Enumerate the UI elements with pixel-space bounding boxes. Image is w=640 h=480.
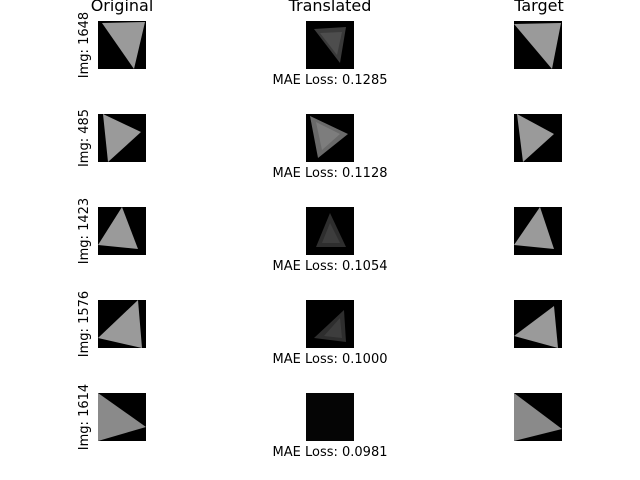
translated-image-2 (306, 114, 354, 162)
target-image-1 (514, 21, 562, 69)
mae-loss-2: MAE Loss: 0.1128 (272, 166, 388, 181)
original-image-1 (98, 21, 146, 69)
target-image-5 (514, 393, 562, 441)
target-image-3 (514, 207, 562, 255)
original-image-2 (98, 114, 146, 162)
mae-loss-5: MAE Loss: 0.0981 (272, 445, 388, 460)
translated-image-1 (306, 21, 354, 69)
translated-image-4 (306, 300, 354, 348)
translated-image-3 (306, 207, 354, 255)
mae-loss-3: MAE Loss: 0.1054 (272, 259, 388, 274)
original-image-3 (98, 207, 146, 255)
column-header-original: Original (90, 0, 154, 15)
translated-image-5 (306, 393, 354, 441)
column-header-target: Target (514, 0, 564, 15)
target-image-2 (514, 114, 562, 162)
target-image-4 (514, 300, 562, 348)
row-label-5: Img: 1614 (77, 383, 92, 451)
original-image-4 (98, 300, 146, 348)
mae-loss-1: MAE Loss: 0.1285 (272, 73, 388, 88)
column-header-translated: Translated (288, 0, 372, 15)
mae-loss-4: MAE Loss: 0.1000 (272, 352, 388, 367)
original-image-5 (98, 393, 146, 441)
